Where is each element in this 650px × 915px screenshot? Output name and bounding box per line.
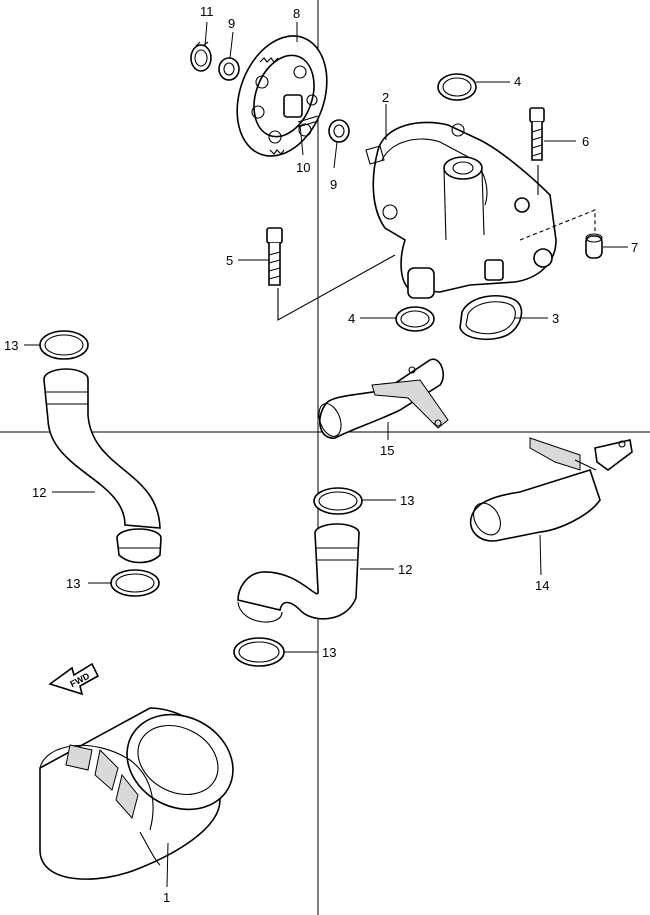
washer-top: [218, 57, 240, 81]
fwd-arrow: FWD: [48, 662, 100, 696]
oil-pipe-upper-right: [318, 358, 449, 439]
circlip: [190, 41, 212, 72]
callout-10: 10: [296, 160, 310, 175]
callout-13-a: 13: [4, 338, 18, 353]
callout-3: 3: [552, 311, 559, 326]
callout-labels: 11 9 8 2 4 6 10 9 5 7 4 3 13 15 12 13 12…: [4, 4, 638, 905]
callout-15: 15: [380, 443, 394, 458]
o-ring-13-d: [233, 637, 285, 667]
callout-2: 2: [382, 90, 389, 105]
o-ring-top: [437, 73, 477, 101]
callout-1: 1: [163, 890, 170, 905]
callout-11: 11: [200, 4, 214, 19]
oil-filter: [39, 707, 234, 880]
callout-9-top: 9: [228, 16, 235, 31]
gasket: [459, 294, 523, 341]
callout-13-b: 13: [66, 576, 80, 591]
o-ring-13-b: [110, 569, 160, 597]
callout-12-center: 12: [398, 562, 412, 577]
dowel-pin: [585, 233, 603, 259]
oil-pipe-right: [469, 437, 633, 542]
alignment-lines: [277, 165, 596, 321]
o-ring-lower: [395, 306, 435, 332]
callout-5: 5: [226, 253, 233, 268]
leader-lines: [24, 21, 628, 888]
callout-6: 6: [582, 134, 589, 149]
oil-pipe-center: [237, 523, 360, 623]
callout-9-lower: 9: [330, 177, 337, 192]
callout-12-left: 12: [32, 485, 46, 500]
washer-lower: [328, 119, 350, 143]
callout-13-d: 13: [322, 645, 336, 660]
callout-4-top: 4: [514, 74, 521, 89]
callout-14: 14: [535, 578, 549, 593]
callout-13-c: 13: [400, 493, 414, 508]
o-ring-13-a: [39, 330, 89, 360]
bolt-left: [266, 227, 283, 286]
callout-4-lower: 4: [348, 311, 355, 326]
oil-pipe-left: [43, 368, 162, 564]
bolt-right: [529, 107, 545, 161]
oil-pump-gear: [236, 35, 328, 157]
callout-7: 7: [631, 240, 638, 255]
o-ring-13-c: [313, 487, 363, 515]
callout-8: 8: [293, 6, 300, 21]
oil-pump-assembly: [365, 121, 557, 299]
